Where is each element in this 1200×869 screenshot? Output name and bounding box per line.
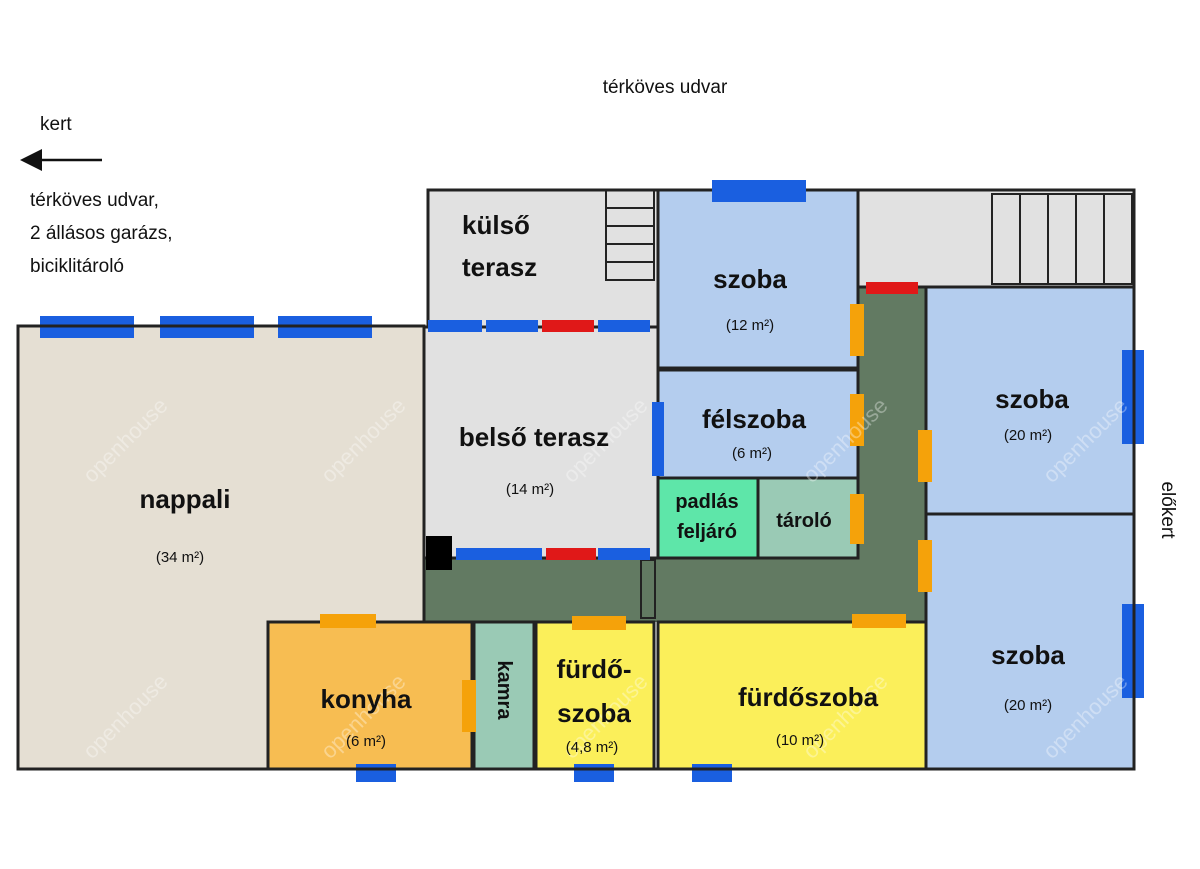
door [866,282,918,294]
door [918,430,932,482]
felszoba-name: félszoba [702,404,807,434]
door [462,680,476,732]
kamra-name: kamra [493,661,515,721]
konyha-name: konyha [320,684,412,714]
szoba-12-name: szoba [713,264,787,294]
furdo-small-label-2: szoba [557,698,631,728]
room-tarolo[interactable] [756,476,860,560]
room-kulso-terasz[interactable] [426,188,660,329]
door [850,494,864,544]
label-garden: kert [40,114,72,135]
room-padlas-feljaro[interactable] [656,476,760,560]
padlas-label-1: padlás [675,491,738,513]
label-front-garden: előkert [1157,481,1178,539]
room-belso-terasz[interactable] [422,325,660,560]
window [692,764,732,782]
felszoba-area: (6 m²) [732,445,772,462]
padlas-label-2: feljáró [677,521,737,543]
kulso-terasz-label-2: terasz [462,252,537,282]
door [850,304,864,356]
chimney-block [426,536,452,570]
window [428,320,482,332]
door [852,614,906,628]
corridor-vertical [858,287,926,622]
room-furdoszoba[interactable] [656,620,928,771]
area-top-right-stairs [856,188,1136,289]
szoba-20-top-name: szoba [995,384,1069,414]
outer-walls [16,188,1136,771]
szoba-20-bottom-area: (20 m²) [1004,697,1052,714]
door [542,320,594,332]
window [598,548,650,560]
doors-red [542,282,918,560]
konyha-area: (6 m²) [346,733,386,750]
label-left-note-3: biciklitároló [30,256,124,277]
door [918,540,932,592]
window [356,764,396,782]
stairs-top-right [991,193,1133,285]
label-left-note-2: 2 állásos garázs, [30,223,173,244]
window [652,402,664,476]
belso-terasz-name: belső terasz [459,422,609,452]
doors-orange [320,304,932,732]
furdoszoba-area: (10 m²) [776,732,824,749]
furdoszoba-name: fürdőszoba [738,682,879,712]
nappali-name: nappali [139,484,230,514]
window [712,180,806,202]
window [456,548,542,560]
label-left-note-1: térköves udvar, [30,190,159,211]
window [598,320,650,332]
corridor-lower [424,558,924,622]
label-top-courtyard: térköves udvar [603,77,728,98]
szoba-12-area: (12 m²) [726,317,774,334]
szoba-20-top-area: (20 m²) [1004,427,1052,444]
window [574,764,614,782]
door [850,394,864,446]
nappali-area: (34 m²) [156,549,204,566]
door [546,548,596,560]
kulso-terasz-label-1: külső [462,210,530,240]
szoba-20-bottom-name: szoba [991,640,1065,670]
room-szoba-12[interactable] [656,188,860,370]
window [486,320,538,332]
stairs-terrace [605,189,655,281]
arrow-left-icon [20,149,102,171]
room-furdo-small[interactable] [534,620,656,771]
furdo-small-area: (4,8 m²) [566,739,619,756]
belso-terasz-area: (14 m²) [506,481,554,498]
door [572,616,626,630]
furdo-small-label-1: fürdő- [556,654,631,684]
door [320,614,376,628]
tarolo-name: tároló [776,510,832,532]
